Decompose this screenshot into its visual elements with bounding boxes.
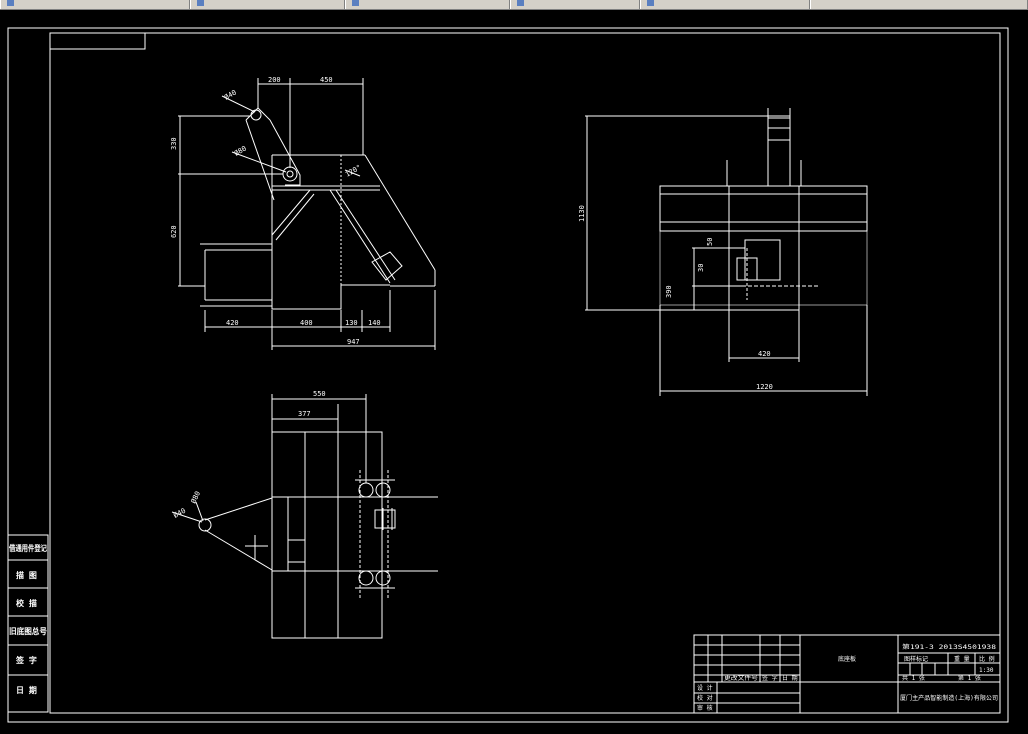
weight-label: 重 量 [954, 655, 970, 663]
document-tab[interactable] [345, 0, 510, 9]
sheet-number: 第 1 张 [958, 674, 981, 682]
row-design: 设 计 [697, 684, 713, 692]
side-panel-label: 借通用件登记 [8, 543, 47, 553]
dim-text: 377 [298, 410, 311, 418]
dim-text: 330 [170, 137, 178, 150]
company-name: 厦门主产品智能制造(上海)有限公司 [900, 694, 998, 702]
document-tab[interactable] [510, 0, 640, 9]
dim-text: 450 [320, 76, 333, 84]
stage-mark-label: 图样标记 [904, 655, 928, 663]
scale-label: 比 例 [979, 655, 995, 663]
cad-drawing-canvas[interactable]: 200 450 330 620 420 400 130 140 947 Ø40 … [0, 10, 1028, 734]
dim-text: 400 [300, 319, 313, 327]
col-date: 日 期 [782, 674, 798, 682]
side-panel-label: 旧底图总号 [9, 626, 47, 636]
dim-text: 50 [706, 238, 714, 246]
drawing-file-icon [517, 0, 524, 6]
dim-text: 390 [665, 285, 673, 298]
inner-drawing-border [49, 32, 1001, 714]
dim-text: 550 [313, 390, 326, 398]
row-review: 审 核 [697, 704, 713, 712]
dim-text: 130 [345, 319, 358, 327]
scale-value: 1:30 [979, 667, 994, 674]
side-panel-labels: 借通用件登记 描 图 校 描 旧底图总号 签 字 日 期 [8, 543, 47, 695]
col-change-files: 更改文件号 [724, 674, 758, 682]
side-panel-label: 日 期 [16, 685, 37, 695]
document-tab-bar [0, 0, 1028, 10]
document-tab[interactable] [810, 0, 1028, 9]
dim-text: Ø80 [233, 144, 248, 157]
dim-text: 200 [268, 76, 281, 84]
title-block-text: 第191-3 2013S4501938 底座板 图样标记 重 量 比 例 1:3… [697, 643, 998, 712]
document-tab[interactable] [0, 0, 190, 9]
corner-label-box [49, 32, 146, 50]
col-sign: 签 字 [762, 674, 778, 682]
drawing-file-icon [352, 0, 359, 6]
top-view [171, 394, 438, 639]
side-view-dimension-labels: 1130 50 30 390 420 1220 [578, 205, 773, 391]
row-check: 校 对 [697, 694, 713, 702]
dim-text: Ø40 [172, 507, 187, 520]
dim-text: 420 [758, 350, 771, 358]
side-view [585, 108, 868, 396]
part-name: 底座板 [838, 655, 856, 663]
side-panel-label: 签 字 [15, 655, 37, 665]
side-panel-label: 描 图 [16, 570, 37, 580]
side-panel-label: 校 描 [16, 598, 37, 608]
dim-text: 140 [368, 319, 381, 327]
dim-text: 30 [697, 264, 705, 272]
dim-text: 420 [226, 319, 239, 327]
drawing-file-icon [7, 0, 14, 6]
top-view-dimension-labels: 550 377 Ø40 Ø80 [172, 390, 325, 520]
front-view [178, 78, 436, 350]
dim-text: 1220 [756, 383, 773, 391]
outer-sheet-border [7, 27, 1009, 723]
drawing-number: 第191-3 2013S4501938 [902, 643, 997, 651]
sheet-count: 共 1 张 [902, 674, 925, 682]
drawing-file-icon [647, 0, 654, 6]
drawing-file-icon [197, 0, 204, 6]
dim-text: Ø80 [190, 490, 203, 505]
title-block [693, 634, 1001, 714]
dim-text: 1130 [578, 205, 586, 222]
dim-text: 620 [170, 225, 178, 238]
document-tab[interactable] [190, 0, 345, 9]
document-tab[interactable] [640, 0, 810, 9]
dim-text: 947 [347, 338, 360, 346]
side-binding-panel [7, 534, 49, 713]
